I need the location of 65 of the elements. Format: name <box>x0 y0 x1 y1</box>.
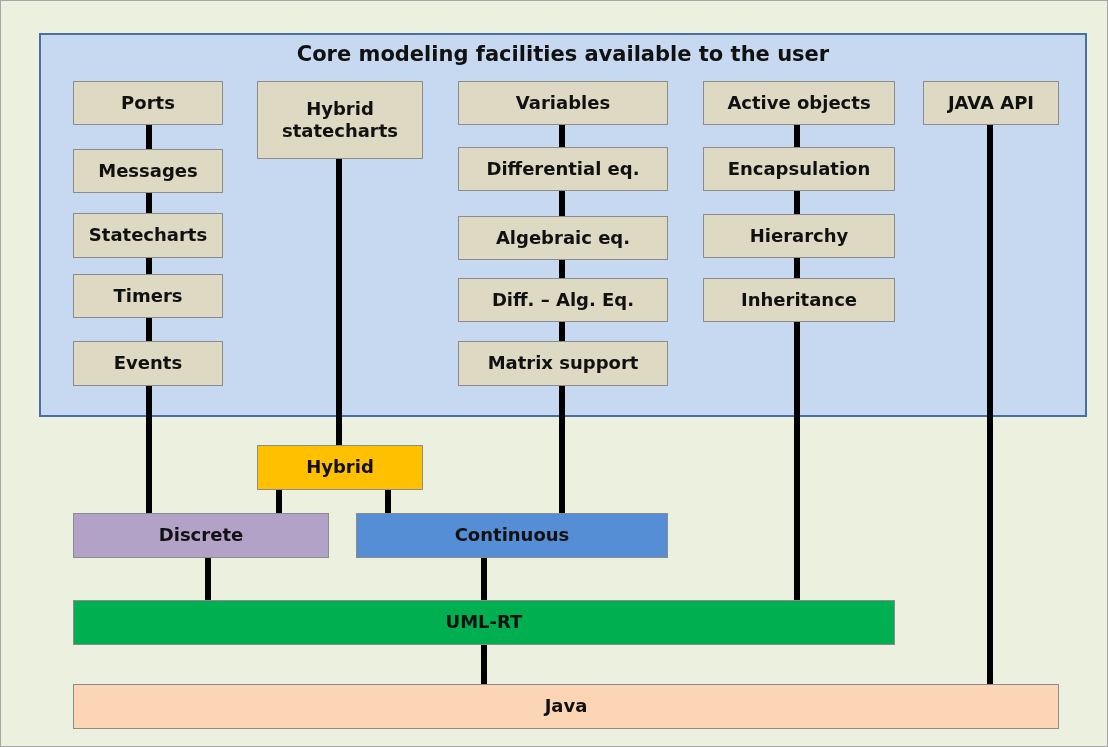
facility-box <box>73 341 223 386</box>
connector-line <box>559 260 565 278</box>
box-label: Hierarchy <box>749 224 849 248</box>
facility-box <box>458 147 668 191</box>
connector-line <box>559 191 565 216</box>
facility-box <box>703 278 895 322</box>
connector-line <box>481 558 487 600</box>
connector-line <box>987 125 993 684</box>
box-label: Messages <box>98 159 198 183</box>
connector-line <box>794 322 800 600</box>
connector-line <box>559 322 565 341</box>
box-label: Ports <box>121 91 175 115</box>
facilities-panel <box>39 33 1087 417</box>
connector-line <box>146 386 152 513</box>
facility-box <box>73 81 223 125</box>
connector-line <box>146 125 152 149</box>
facility-box <box>458 278 668 322</box>
facility-box <box>257 81 423 159</box>
box-label: JAVA API <box>947 91 1035 115</box>
box-label: Hybrid statecharts <box>280 97 400 143</box>
box-label: Java <box>544 695 588 718</box>
facility-box <box>703 81 895 125</box>
box-label: Differential eq. <box>486 157 640 181</box>
connector-line <box>146 318 152 341</box>
layer-box <box>73 513 329 558</box>
facility-box <box>73 274 223 318</box>
connector-line <box>146 258 152 274</box>
box-label: Continuous <box>454 524 570 547</box>
box-label: Statecharts <box>88 224 208 247</box>
connector-line <box>385 490 391 513</box>
box-label: Events <box>113 352 183 375</box>
connector-line <box>559 386 565 513</box>
connector-line <box>146 193 152 213</box>
facility-box <box>703 214 895 258</box>
box-label: Hybrid <box>306 456 374 479</box>
box-label: UML-RT <box>445 611 523 634</box>
connector-line <box>276 490 282 513</box>
facility-box <box>73 213 223 258</box>
connector-line <box>559 125 565 147</box>
panel-title: Core modeling facilities available to the user <box>296 41 830 68</box>
facility-box <box>458 81 668 125</box>
facility-box <box>458 216 668 260</box>
connector-line <box>205 558 211 600</box>
box-label: Matrix support <box>487 352 639 375</box>
box-label: Inheritance <box>741 288 857 312</box>
box-label: Discrete <box>158 524 244 547</box>
facility-box <box>73 149 223 193</box>
layer-box <box>356 513 668 558</box>
connector-line <box>336 159 342 445</box>
box-label: Diff. – Alg. Eq. <box>491 288 635 312</box>
box-label: Active objects <box>727 91 871 115</box>
facility-box <box>458 341 668 386</box>
connector-line <box>794 191 800 214</box>
layer-box <box>257 445 423 490</box>
connector-line <box>481 645 487 684</box>
layer-box <box>73 684 1059 729</box>
box-label: Encapsulation <box>727 157 871 181</box>
connector-line <box>794 258 800 278</box>
layer-box <box>73 600 895 645</box>
connector-line <box>794 125 800 147</box>
box-label: Algebraic eq. <box>495 226 631 250</box>
box-label: Variables <box>515 91 611 115</box>
box-label: Timers <box>113 284 183 308</box>
facility-box <box>923 81 1059 125</box>
facility-box <box>703 147 895 191</box>
